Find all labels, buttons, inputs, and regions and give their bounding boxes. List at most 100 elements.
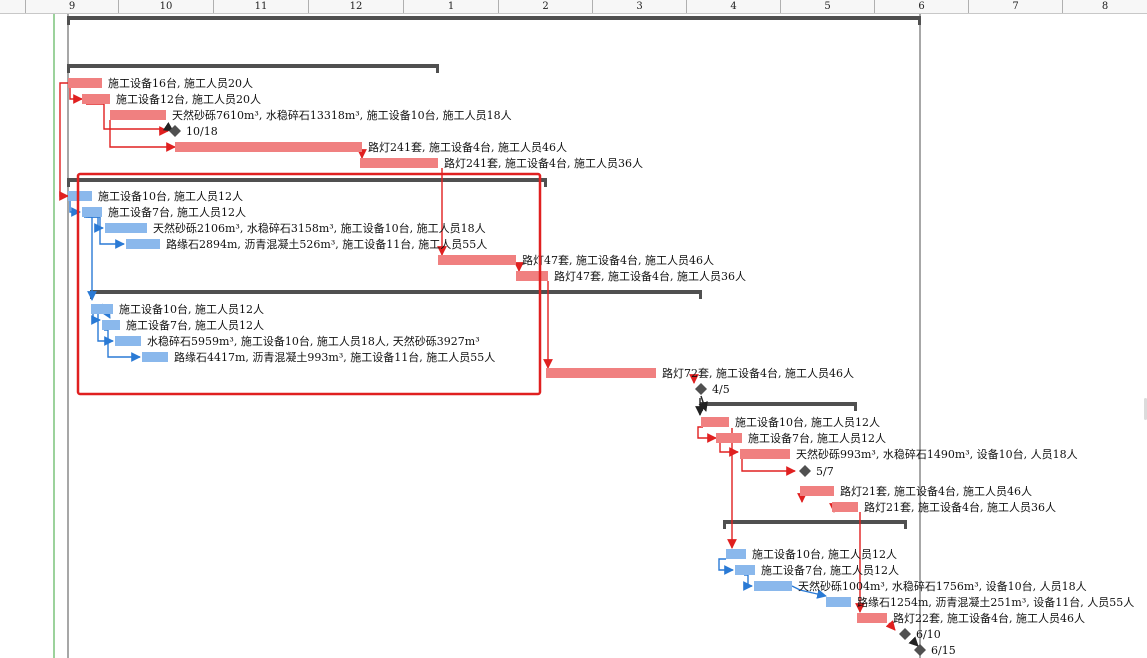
task-label: 施工设备10台, 施工人员12人 [752,547,897,561]
task-bar[interactable] [68,191,92,201]
critical-task-bar[interactable] [68,78,102,88]
critical-dependency-link [697,426,717,443]
task-label: 路灯21套, 施工设备4台, 施工人员36人 [864,500,1056,514]
milestone-diamond[interactable] [169,125,181,137]
task-bar[interactable] [115,336,141,346]
task-label: 施工设备16台, 施工人员20人 [108,76,253,90]
dependency-link [908,636,919,647]
task-label: 施工设备12台, 施工人员20人 [116,92,261,106]
task-label: 路缘石4417m, 沥青混凝土993m³, 施工设备11台, 施工人员55人 [174,350,495,364]
summary-bar[interactable] [724,520,906,524]
dependency-link [698,395,708,412]
task-label: 天然砂砾7610m³, 水稳碎石13318m³, 施工设备10台, 施工人员18… [172,108,512,122]
critical-dependency-link [741,459,796,476]
task-label: 天然砂砾1004m³, 水稳碎石1756m³, 设备10台, 人员18人 [798,579,1087,593]
task-bar[interactable] [726,549,746,559]
month-cell-3: 3 [592,0,686,13]
critical-task-bar[interactable] [82,94,110,104]
task-label: 5/7 [816,465,834,478]
month-label: 11 [254,1,268,12]
milestone-diamond[interactable] [899,628,911,640]
critical-task-bar[interactable] [546,368,656,378]
dependency-link [718,558,734,575]
critical-task-bar[interactable] [832,502,858,512]
summary-bar[interactable] [68,16,920,20]
task-label: 天然砂砾993m³, 水稳碎石1490m³, 设备10台, 人员18人 [796,447,1078,461]
critical-dependency-link [885,620,896,631]
month-label: 10 [159,1,173,12]
selection-rectangle [76,172,542,396]
task-label: 路缘石1254m, 沥青混凝土251m³, 设备11台, 人员55人 [857,595,1134,609]
month-label: 4 [730,1,737,12]
month-cell-10: 10 [118,0,213,13]
task-label: 6/15 [931,644,956,657]
month-cell-9: 9 [25,0,118,13]
critical-task-bar[interactable] [360,158,438,168]
summary-bar-end-cap [904,520,907,529]
scrollbar-thumb[interactable] [1144,398,1147,420]
critical-dependency-link [719,443,739,457]
month-cell-2: 2 [498,0,592,13]
task-label: 路灯22套, 施工设备4台, 施工人员46人 [893,611,1085,625]
summary-bar[interactable] [91,290,701,294]
critical-task-bar[interactable] [175,142,362,152]
critical-task-bar[interactable] [716,433,742,443]
summary-bar-end-cap [918,16,921,25]
summary-bar-start-cap [67,178,70,187]
critical-task-bar[interactable] [800,486,834,496]
critical-task-bar[interactable] [701,417,729,427]
milestone-diamond[interactable] [799,465,811,477]
critical-dependency-link [109,120,176,152]
task-bar[interactable] [142,352,168,362]
month-label: 3 [636,1,643,12]
month-cell-12: 12 [308,0,403,13]
month-label: 8 [1101,1,1109,12]
task-bar[interactable] [102,320,120,330]
milestone-diamond[interactable] [695,383,707,395]
month-label: 7 [1012,1,1019,12]
summary-bar-end-cap [854,402,857,411]
dependency-link [743,574,753,591]
critical-task-bar[interactable] [740,449,790,459]
month-cell-11: 11 [213,0,308,13]
summary-bar[interactable] [68,64,438,68]
critical-task-bar[interactable] [857,613,887,623]
task-label: 天然砂砾2106m³, 水稳碎石3158m³, 施工设备10台, 施工人员18人 [153,221,486,235]
milestone-diamond[interactable] [914,644,926,656]
summary-bar-start-cap [67,16,70,25]
summary-bar[interactable] [68,178,546,182]
summary-bar-start-cap [67,64,70,73]
critical-task-bar[interactable] [110,110,166,120]
task-bar[interactable] [754,581,792,591]
task-label: 施工设备7台, 施工人员12人 [126,318,264,332]
task-label: 施工设备10台, 施工人员12人 [735,415,880,429]
summary-bar-start-cap [723,520,726,529]
month-cell-6: 6 [874,0,968,13]
task-bar[interactable] [126,239,160,249]
task-label: 路灯21套, 施工设备4台, 施工人员46人 [840,484,1032,498]
dependency-link [69,201,81,217]
month-label: 6 [918,1,925,12]
summary-bar[interactable] [701,402,856,406]
task-bar[interactable] [735,565,755,575]
task-label: 路缘石2894m, 沥青混凝土526m³, 施工设备11台, 施工人员55人 [166,237,487,251]
task-bar[interactable] [91,304,113,314]
task-label: 10/18 [186,125,218,138]
task-label: 施工设备7台, 施工人员12人 [761,563,899,577]
task-bar[interactable] [82,207,102,217]
month-label: 2 [542,1,549,12]
summary-bar-end-cap [699,290,702,299]
task-bar[interactable] [105,223,147,233]
task-label: 施工设备10台, 施工人员12人 [119,302,264,316]
month-label: 12 [349,1,363,12]
month-cell-4: 4 [686,0,780,13]
month-cell-8: 8 [1062,0,1147,13]
critical-task-bar[interactable] [516,271,548,281]
task-bar[interactable] [826,597,851,607]
summary-bar-end-cap [544,178,547,187]
task-label: 施工设备7台, 施工人员12人 [108,205,246,219]
critical-task-bar[interactable] [438,255,516,265]
dependency-link [86,216,97,301]
task-label: 水稳碎石5959m³, 施工设备10台, 施工人员18人, 天然砂砾3927m³ [147,334,480,348]
